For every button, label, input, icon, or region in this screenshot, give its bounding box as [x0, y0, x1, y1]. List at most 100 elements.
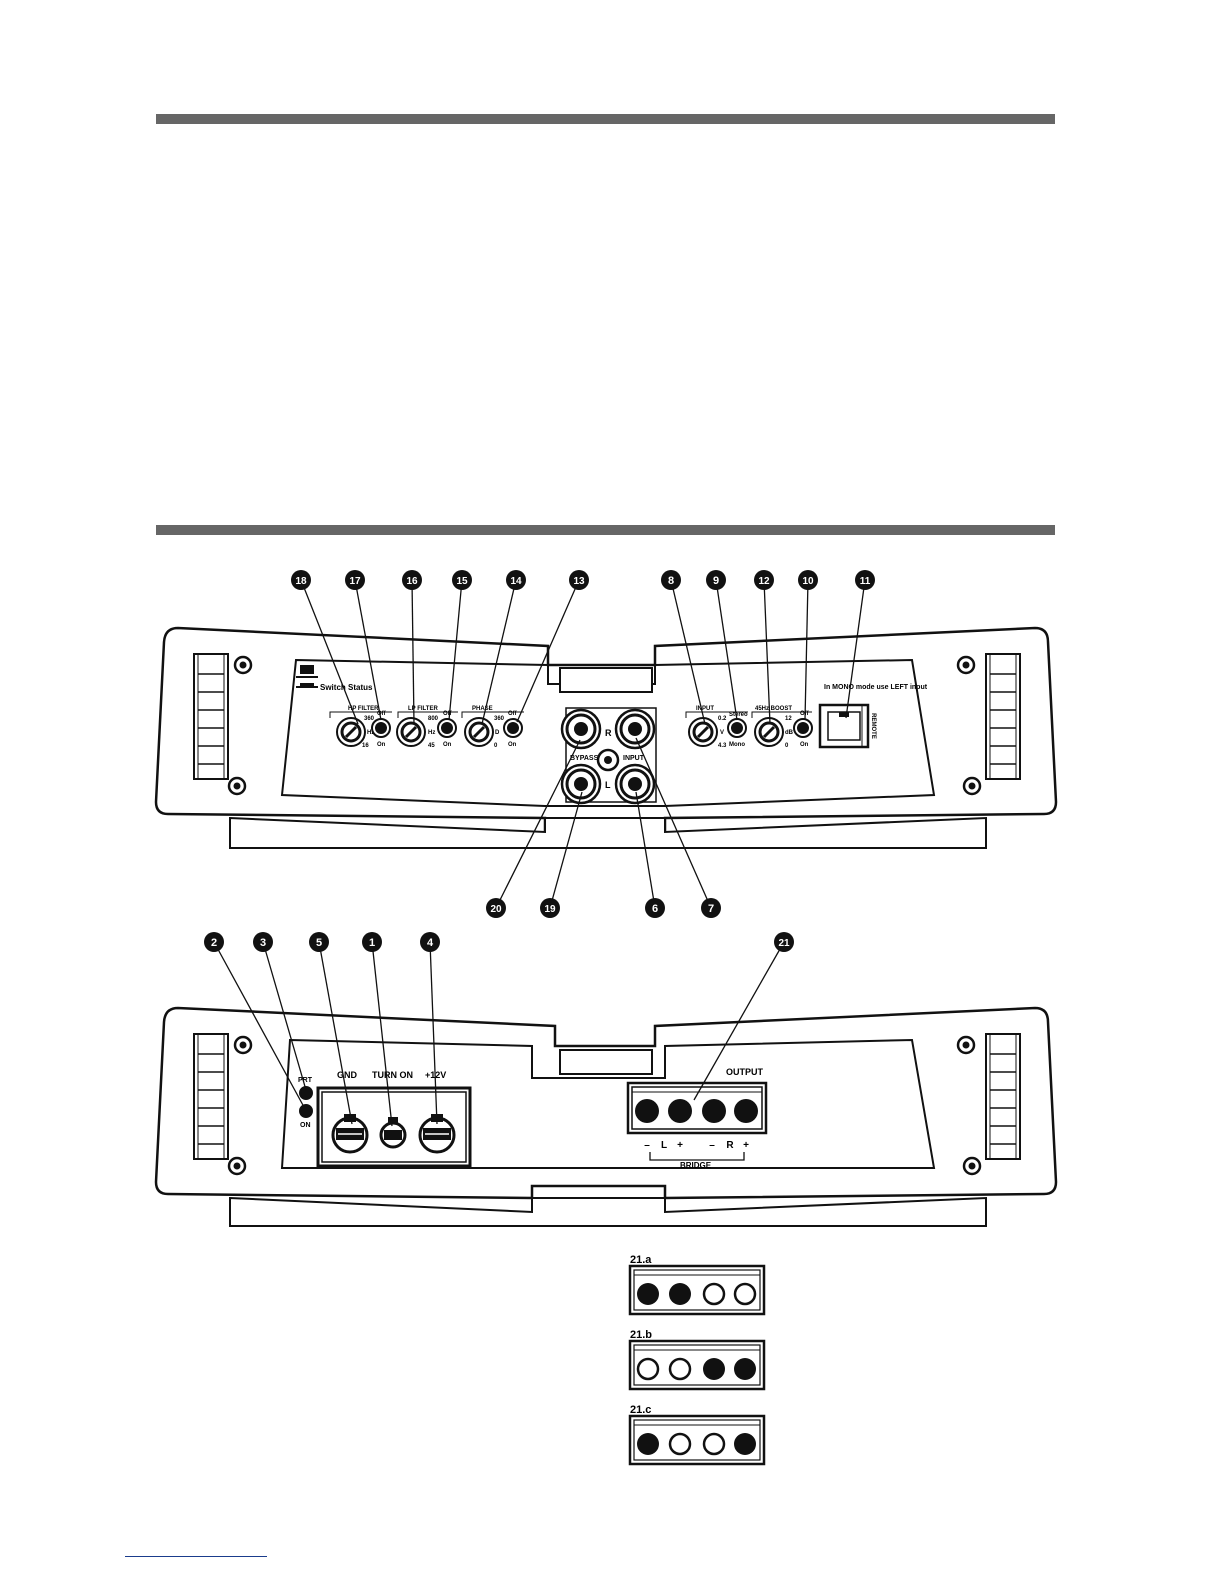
- lp-filter-group: LP FILTER 800 Hz 45 Off On: [395, 706, 458, 749]
- callout-bubble: 10: [798, 570, 818, 590]
- callout-number: 16: [406, 576, 418, 587]
- callout-number: 8: [668, 575, 674, 587]
- callout-number: 6: [652, 903, 658, 915]
- terminal-connected: [637, 1283, 659, 1305]
- hp-filter-title: HP FILTER: [348, 706, 379, 712]
- terminal-unused: [733, 1282, 757, 1306]
- callout-bubble: 21: [774, 932, 794, 952]
- phase-on: On: [508, 742, 517, 748]
- mono-label: Mono: [729, 742, 745, 748]
- boost-min: 0: [785, 743, 789, 749]
- callout-number: 5: [316, 937, 322, 949]
- terminal-unused: [636, 1357, 660, 1381]
- front-panel: Switch Status In MONO mode use LEFT inpu…: [154, 579, 1058, 909]
- screw-icon: [227, 1156, 247, 1176]
- lp-filter-title: LP FILTER: [408, 706, 438, 712]
- left-heatsink: [193, 1033, 229, 1160]
- terminal-unused: [668, 1357, 692, 1381]
- hp-filter-switch[interactable]: [371, 718, 391, 738]
- front-callouts-bottom: 20 19 6 7: [486, 898, 721, 918]
- output-polarity-labels: –L+–R+: [644, 1140, 749, 1151]
- footer-line: [125, 1556, 267, 1557]
- output-terminal[interactable]: [635, 1099, 659, 1123]
- phase-knob[interactable]: [463, 716, 495, 748]
- callout-bubble: 7: [701, 898, 721, 918]
- lp-filter-knob[interactable]: [395, 716, 427, 748]
- stereo-mono-switch[interactable]: [727, 718, 747, 738]
- phase-switch[interactable]: [503, 718, 523, 738]
- mono-note: In MONO mode use LEFT input: [824, 684, 928, 691]
- callout-bubble: 5: [309, 932, 329, 952]
- left-label: L: [605, 780, 611, 790]
- boost-max: 12: [785, 716, 792, 722]
- config-label: 21.a: [630, 1254, 652, 1266]
- gnd-label: GND: [337, 1070, 358, 1080]
- phase-off: Off: [508, 711, 518, 717]
- input-left-rca[interactable]: [614, 763, 656, 805]
- input-title: INPUT: [696, 706, 714, 712]
- output-terminal[interactable]: [734, 1099, 758, 1123]
- right-heatsink: [985, 1033, 1021, 1160]
- polarity-label: –: [644, 1140, 650, 1151]
- callout-number: 1: [369, 937, 375, 949]
- rca-cluster: BYPASS INPUT R L: [560, 707, 657, 805]
- right-label: R: [605, 728, 612, 738]
- callout-number: 13: [573, 576, 585, 587]
- speaker-output-block: [626, 1081, 768, 1135]
- right-heatsink: [985, 653, 1021, 780]
- lp-filter-unit: Hz: [428, 730, 435, 736]
- top-rule: [156, 114, 1055, 124]
- front-leader-lines: [300, 579, 866, 909]
- screw-icon: [956, 655, 976, 675]
- input-right-rca[interactable]: [614, 708, 656, 750]
- callout-number: 19: [544, 904, 556, 915]
- input-min: 4.3: [718, 743, 727, 749]
- callout-number: 15: [456, 576, 468, 587]
- screw-icon: [962, 776, 982, 796]
- input-label: INPUT: [623, 755, 645, 762]
- prt-label: PRT: [298, 1077, 313, 1084]
- hp-filter-off: Off: [377, 711, 387, 717]
- terminal-connected: [734, 1433, 756, 1455]
- terminal-connected: [734, 1358, 756, 1380]
- input-gain-knob[interactable]: [687, 716, 719, 748]
- callout-number: 2: [211, 937, 217, 949]
- terminal-unused: [668, 1432, 692, 1456]
- bass-boost-switch[interactable]: [793, 718, 813, 738]
- hp-filter-unit: Hz: [367, 730, 374, 736]
- protect-led: [299, 1086, 313, 1100]
- switch-status-label: Switch Status: [320, 683, 373, 692]
- phase-group: PHASE 360 D 0 Off On: [461, 706, 524, 749]
- callout-number: 10: [802, 576, 814, 587]
- lp-filter-switch[interactable]: [437, 718, 457, 738]
- callout-number: 3: [260, 937, 266, 949]
- hp-filter-knob[interactable]: [335, 716, 367, 748]
- boost-on: On: [800, 742, 809, 748]
- hp-filter-on: On: [377, 742, 386, 748]
- input-unit: V: [720, 730, 724, 736]
- phase-max: 360: [494, 716, 505, 722]
- callout-number: 20: [490, 904, 502, 915]
- callout-bubble: 18: [291, 570, 311, 590]
- output-terminal[interactable]: [668, 1099, 692, 1123]
- lp-filter-max: 800: [428, 716, 439, 722]
- hp-filter-max: 360: [364, 716, 375, 722]
- phase-min: 0: [494, 743, 498, 749]
- lp-filter-min: 45: [428, 743, 435, 749]
- callout-number: 9: [713, 575, 719, 587]
- callout-number: 12: [758, 576, 770, 587]
- screw-icon: [233, 655, 253, 675]
- gnd-terminal[interactable]: [331, 1114, 369, 1154]
- turn-on-label: TURN ON: [372, 1070, 413, 1080]
- turn-on-terminal[interactable]: [379, 1117, 407, 1149]
- bypass-right-rca[interactable]: [560, 708, 602, 750]
- output-terminal[interactable]: [702, 1099, 726, 1123]
- config-label: 21.b: [630, 1329, 652, 1341]
- bass-boost-knob[interactable]: [753, 716, 785, 748]
- callout-bubble: 16: [402, 570, 422, 590]
- bridge-label: BRIDGE: [680, 1161, 712, 1170]
- screw-icon: [956, 1035, 976, 1055]
- output-config: 21.a: [628, 1254, 766, 1316]
